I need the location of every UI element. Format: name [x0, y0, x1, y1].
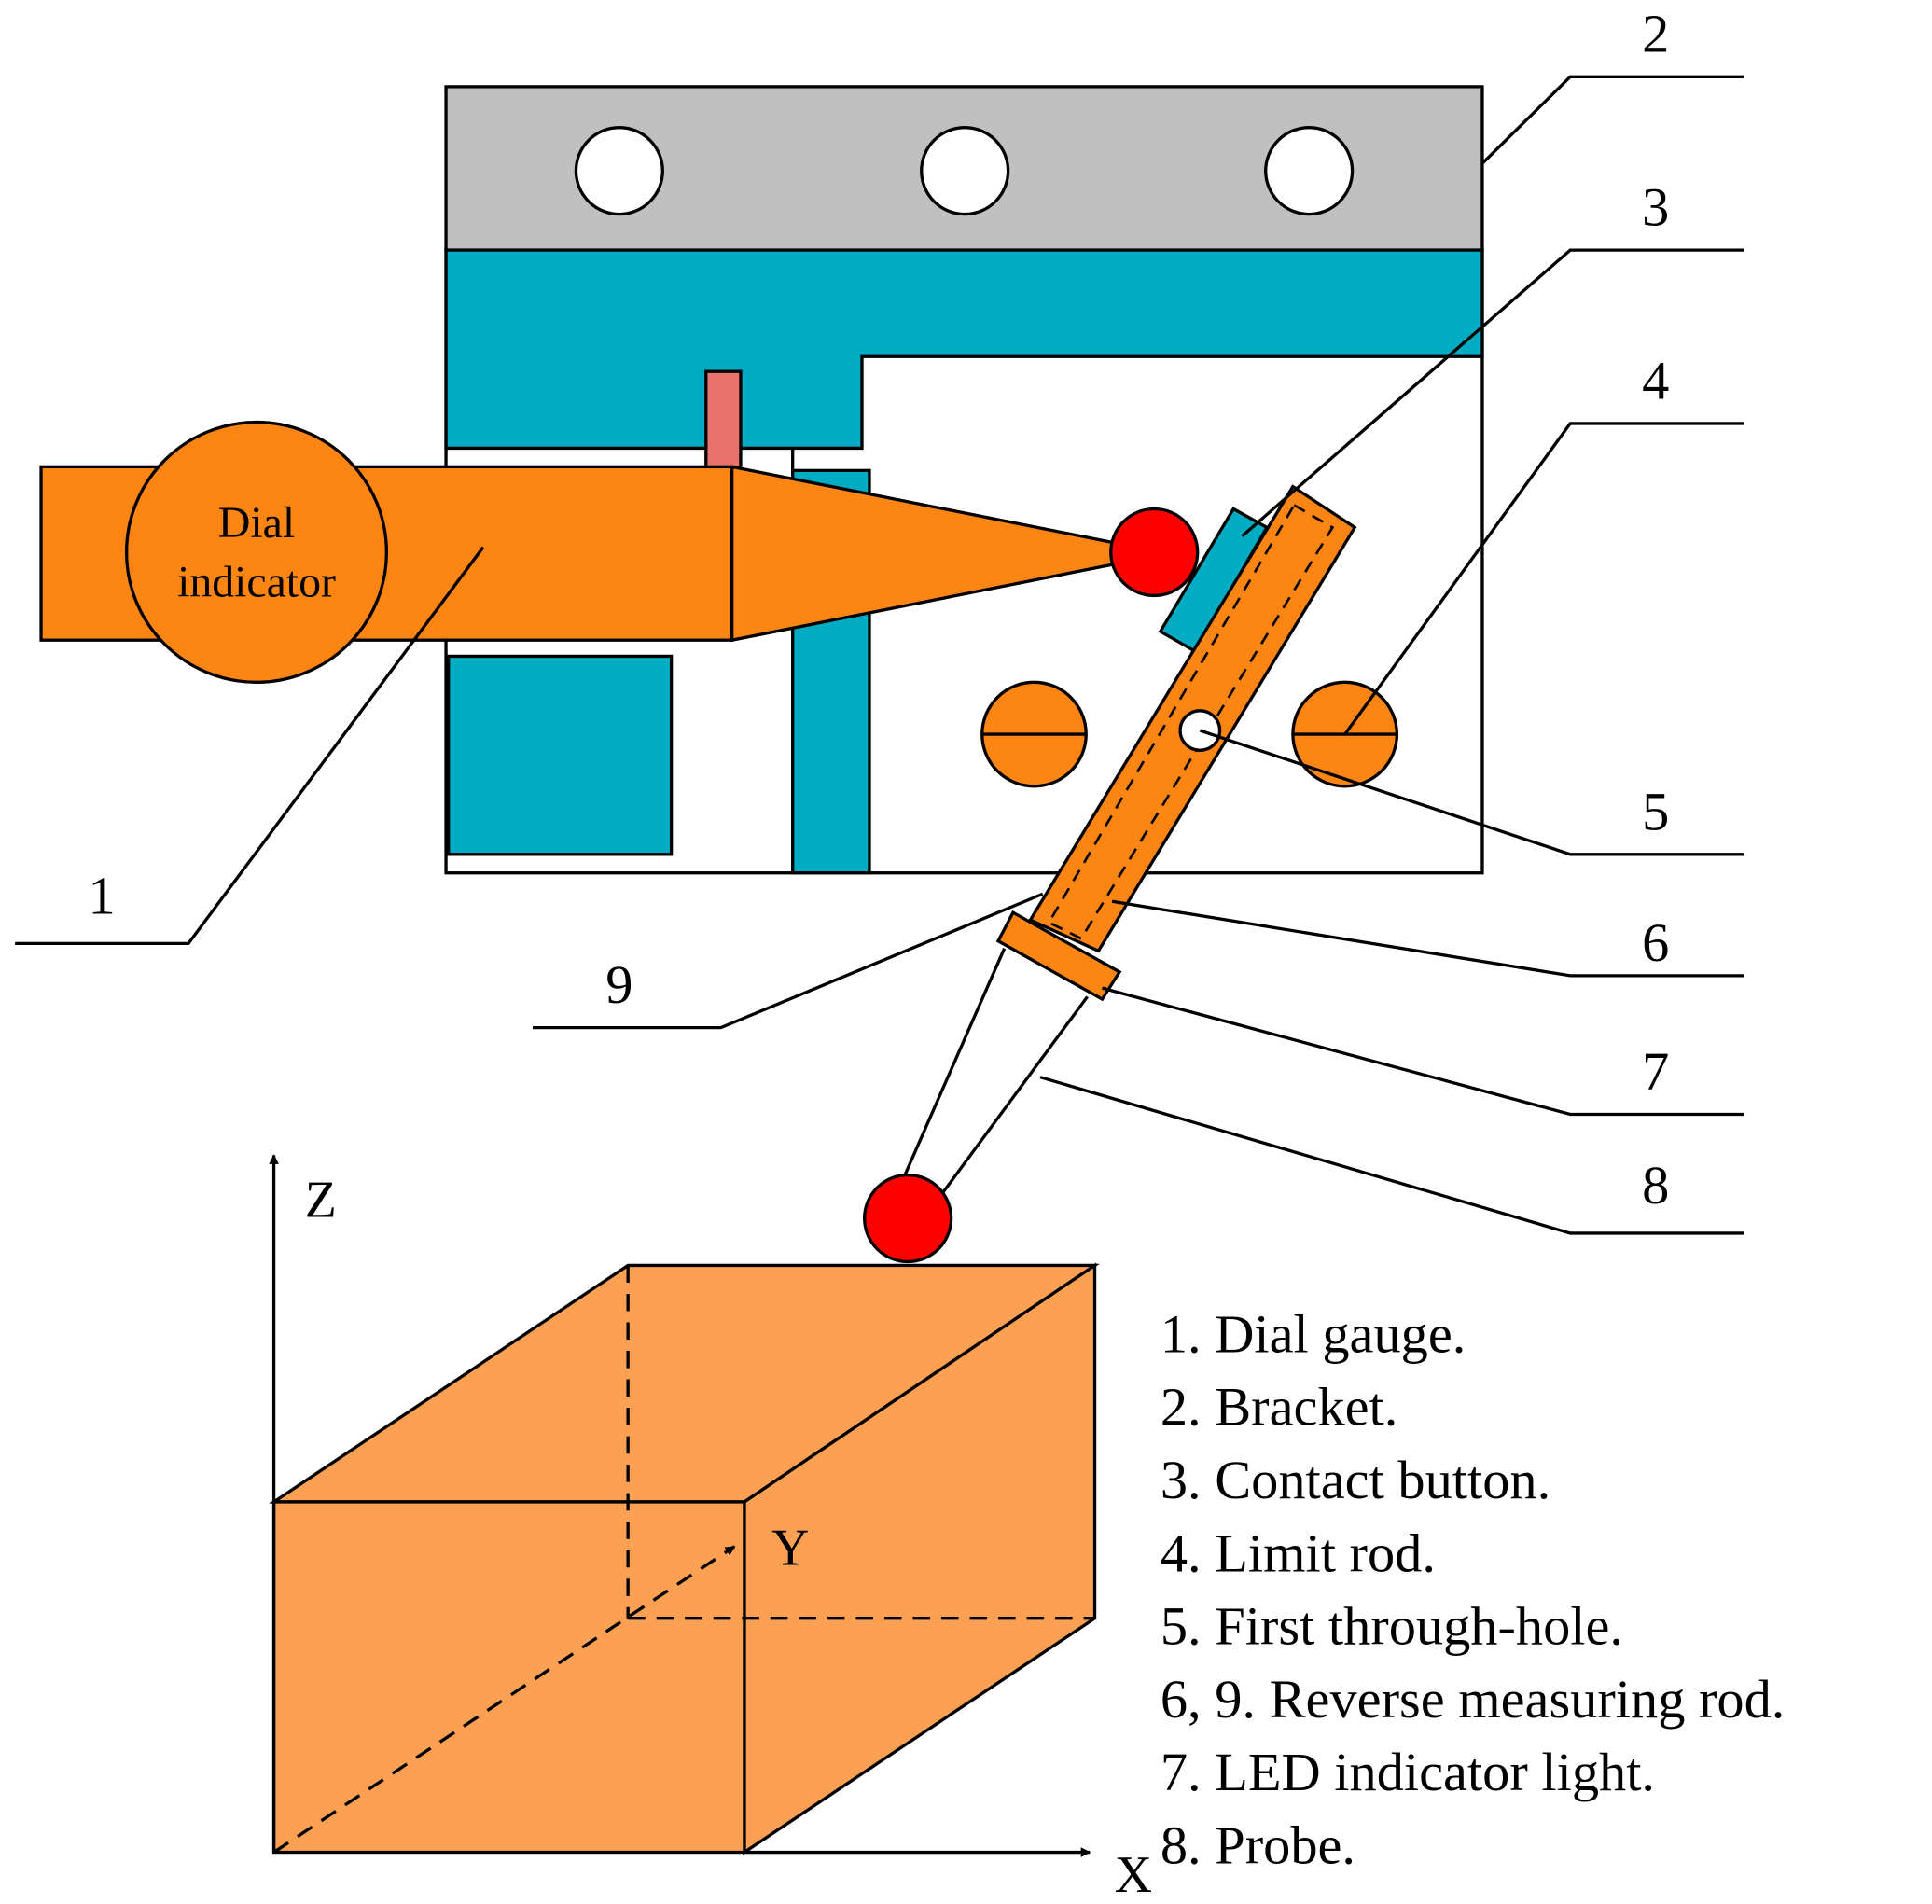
housing-left-lower-block — [447, 654, 674, 856]
legend: 1. Dial gauge. 2. Bracket. 3. Contact bu… — [1161, 1303, 1786, 1875]
callout-label-9: 9 — [605, 954, 632, 1015]
coordinate-axes: Z Y X — [269, 1154, 1152, 1904]
leader-6 — [1111, 899, 1744, 978]
callout-label-5: 5 — [1642, 781, 1669, 841]
callout-labels: 1 2 3 4 5 6 7 8 9 — [88, 4, 1669, 1216]
dial-indicator-label-line2: indicator — [177, 558, 336, 607]
probe — [863, 948, 1089, 1264]
led-indicator-light — [995, 910, 1122, 1002]
z-axis-label: Z — [305, 1172, 337, 1230]
legend-item-7: 7. LED indicator light. — [1161, 1742, 1655, 1802]
callout-label-2: 2 — [1642, 4, 1669, 64]
legend-item-8: 8. Probe. — [1161, 1815, 1355, 1876]
bracket — [444, 85, 1484, 252]
leader-7 — [1102, 986, 1744, 1117]
leader-1 — [15, 546, 485, 946]
legend-item-2: 2. Bracket. — [1161, 1377, 1397, 1438]
probe-tip-ball — [863, 1173, 953, 1264]
callout-label-6: 6 — [1642, 912, 1669, 973]
leader-4 — [1343, 422, 1744, 736]
legend-item-1: 1. Dial gauge. — [1161, 1303, 1466, 1364]
callout-label-8: 8 — [1642, 1155, 1669, 1216]
callout-label-4: 4 — [1642, 350, 1669, 410]
dial-indicator-face — [124, 420, 389, 684]
dial-gauge-tip-ball — [1109, 507, 1200, 598]
leader-5 — [1199, 729, 1744, 856]
probe-stem-left — [899, 948, 1007, 1184]
callout-leaders — [15, 75, 1744, 1235]
y-axis-label: Y — [771, 1520, 809, 1577]
legend-item-3: 3. Contact button. — [1161, 1450, 1550, 1510]
leader-8 — [1039, 1076, 1744, 1235]
housing-pin — [704, 369, 743, 470]
dial-indicator-label-line1: Dial — [218, 498, 295, 548]
bracket-hole-center — [920, 126, 1010, 216]
legend-item-6: 6, 9. Reverse measuring rod. — [1161, 1669, 1786, 1730]
housing — [444, 248, 1484, 875]
rod-inner-dashed-outline — [1047, 503, 1335, 940]
leader-9 — [532, 892, 1044, 1030]
x-axis-label: X — [1115, 1846, 1152, 1899]
bracket-hole-left — [574, 126, 664, 216]
bracket-hole-right — [1264, 126, 1355, 216]
workpiece-box — [269, 1262, 1100, 1855]
dial-gauge: Dial indicator — [39, 420, 1200, 684]
leader-3 — [1241, 248, 1744, 537]
legend-item-4: 4. Limit rod. — [1161, 1522, 1436, 1583]
callout-label-1: 1 — [88, 866, 115, 926]
callout-label-3: 3 — [1642, 177, 1669, 238]
y-axis-arrow-icon — [272, 1545, 736, 1854]
box-front-face — [271, 1500, 746, 1855]
callout-label-7: 7 — [1642, 1041, 1669, 1102]
probe-stem-right — [939, 995, 1089, 1196]
leader-2 — [1480, 75, 1744, 165]
legend-item-5: 5. First through-hole. — [1161, 1596, 1623, 1657]
